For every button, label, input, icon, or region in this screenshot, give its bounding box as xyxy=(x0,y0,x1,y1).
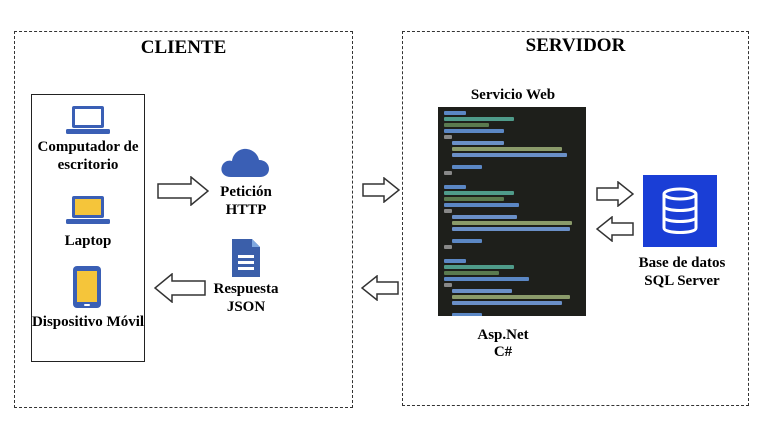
query-arrow xyxy=(596,181,634,207)
client-region xyxy=(14,31,353,408)
web-service-title: Servicio Web xyxy=(470,87,556,103)
mobile-device-icon xyxy=(73,266,101,308)
response-label: Respuesta JSON xyxy=(213,281,279,315)
server-title: SERVIDOR xyxy=(525,35,626,56)
request-label: Petición HTTP xyxy=(220,184,272,218)
device-label-desktop: Computador de escritorio xyxy=(37,139,139,173)
tech-label-csharp: C# xyxy=(493,344,513,360)
response-arrow-to-client xyxy=(361,275,399,301)
response-arrow xyxy=(154,273,206,303)
tech-label-aspnet: Asp.Net xyxy=(477,327,529,343)
json-document-icon xyxy=(232,239,260,277)
code-screenshot xyxy=(438,107,586,316)
request-arrow xyxy=(157,176,209,206)
device-label-mobile: Dispositivo Móvil xyxy=(31,314,145,330)
result-arrow xyxy=(596,216,634,242)
database-label: Base de datos SQL Server xyxy=(638,255,726,289)
request-arrow-to-server xyxy=(362,177,400,203)
database-icon xyxy=(662,187,698,234)
server-region xyxy=(402,31,749,406)
cloud-icon xyxy=(221,148,269,177)
client-title: CLIENTE xyxy=(140,37,227,58)
devices-box xyxy=(31,94,145,362)
laptop-icon xyxy=(66,106,110,134)
device-label-laptop: Laptop xyxy=(64,233,112,249)
laptop-icon xyxy=(66,196,110,224)
